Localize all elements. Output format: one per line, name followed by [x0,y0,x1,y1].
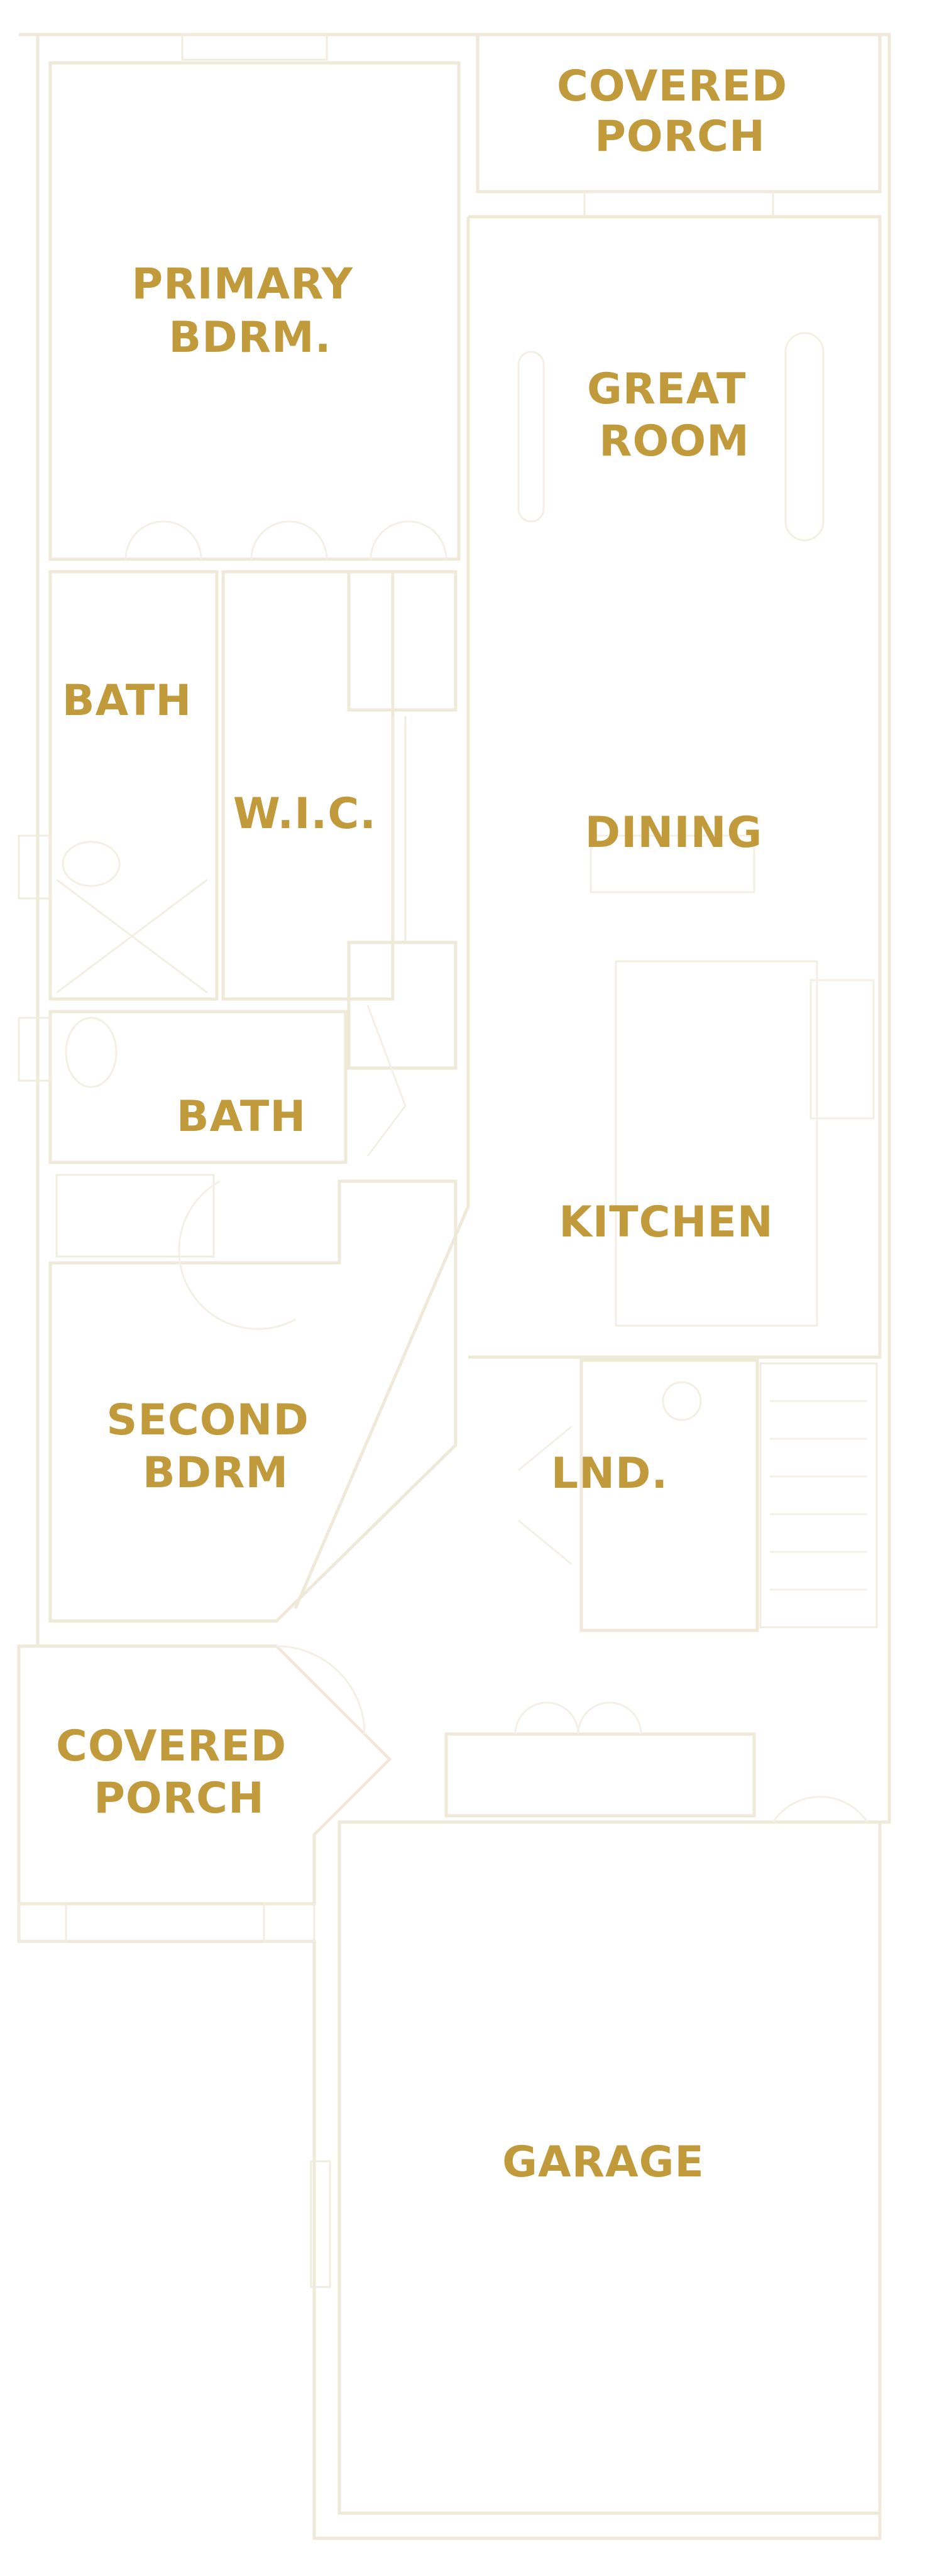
second-bedroom-line1: SECOND [106,1395,309,1445]
primary-bedroom-line1: PRIMARY [131,259,353,309]
laundry-line1: LND. [551,1449,669,1498]
great-room-label: GREAT ROOM [587,364,762,466]
room-labels: COVERED PORCH PRIMARY BDRM. GREAT ROOM B… [56,62,803,2187]
covered-porch-bottom-line2: PORCH [94,1774,265,1823]
covered-porch-bottom-line1: COVERED [56,1722,287,1771]
covered-porch-top-label: COVERED PORCH [557,62,803,161]
wic-label: W.I.C. [233,789,376,839]
covered-porch-bottom-label: COVERED PORCH [56,1722,302,1823]
primary-bedroom-label: PRIMARY BDRM. [131,259,368,363]
wic-line1: W.I.C. [233,789,376,839]
garage-label: GARAGE [502,2137,705,2187]
dining-label: DINING [585,808,763,858]
primary-bedroom-line2: BDRM. [168,313,331,363]
bath-second-line1: BATH [177,1092,306,1142]
covered-porch-top-line1: COVERED [557,62,787,111]
bath-primary-label: BATH [62,676,192,726]
wall-lines [17,33,891,2540]
laundry-label: LND. [551,1449,669,1498]
covered-porch-top-line2: PORCH [595,112,765,161]
second-bedroom-label: SECOND BDRM [106,1395,324,1498]
great-room-line1: GREAT [587,364,746,414]
kitchen-label: KITCHEN [559,1198,774,1247]
second-bedroom-line2: BDRM [143,1448,288,1498]
great-room-line2: ROOM [599,417,750,466]
bath-second-label: BATH [177,1092,306,1142]
dining-line1: DINING [585,808,763,858]
garage-line1: GARAGE [502,2137,705,2187]
bath-primary-line1: BATH [62,676,192,726]
kitchen-line1: KITCHEN [559,1198,774,1247]
